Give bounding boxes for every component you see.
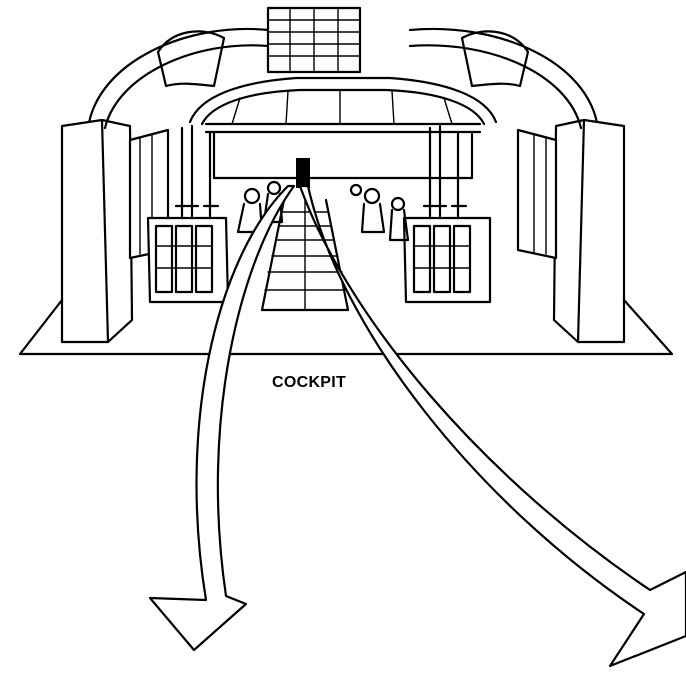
cockpit-floor bbox=[20, 300, 672, 354]
overhead-hatch bbox=[268, 8, 360, 72]
windshield bbox=[190, 78, 496, 124]
right-arrow bbox=[300, 186, 686, 666]
cockpit-caption: COCKPIT bbox=[272, 374, 346, 391]
right-side-panel bbox=[518, 120, 624, 342]
right-equipment-rack bbox=[404, 126, 490, 302]
